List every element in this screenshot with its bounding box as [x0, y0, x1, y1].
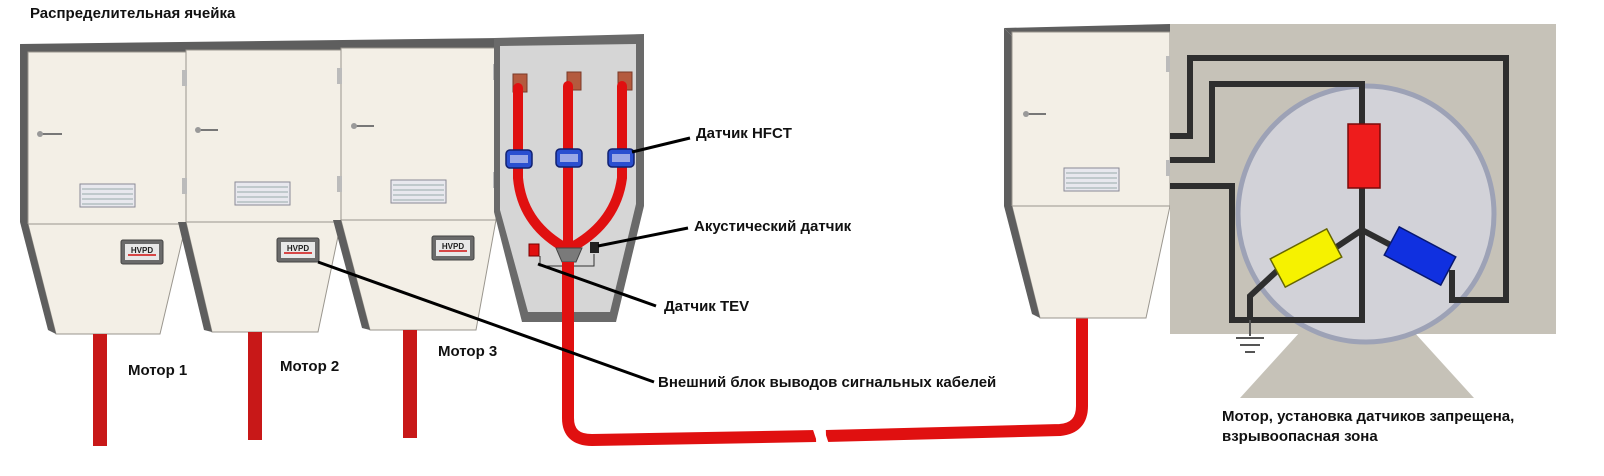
motor-cables [93, 330, 417, 446]
cable-gland [555, 247, 583, 263]
acoustic-sensor-label: Акустический датчик [694, 218, 852, 235]
acoustic-sensor [590, 242, 599, 253]
vent-grille [234, 181, 291, 206]
motor-2-label: Мотор 2 [280, 358, 340, 375]
phase-winding-blue [1383, 225, 1457, 287]
motor-3-label: Мотор 3 [438, 343, 498, 360]
hvpd-badge: HVPD [431, 235, 475, 261]
vent-grille [79, 183, 136, 208]
feeder-cable [562, 262, 1088, 447]
switchgear-cabinet-1: HVPD [20, 51, 187, 335]
motor-zone-label: Мотор, установка датчиков запрещена, взр… [1222, 408, 1515, 445]
hvpd-badge: HVPD [276, 237, 320, 263]
svg-text:HVPD: HVPD [131, 246, 153, 255]
svg-text:HVPD: HVPD [287, 244, 309, 253]
svg-text:HVPD: HVPD [442, 242, 464, 251]
external-block-label: Внешний блок выводов сигнальных кабелей [658, 374, 997, 391]
switchgear-cabinet-2: HVPD [178, 49, 342, 333]
tev-sensor-label: Датчик TEV [664, 298, 750, 315]
switchgear-label: Распределительная ячейка [30, 5, 236, 22]
cable-break [812, 427, 830, 447]
switchgear-cabinet-3: HVPD [333, 47, 498, 331]
vent-grille [390, 179, 447, 204]
phase-winding-red [1347, 123, 1381, 189]
hvpd-badge: HVPD [120, 239, 164, 265]
leader-lines [317, 136, 691, 384]
phase-winding-yellow [1269, 227, 1343, 289]
hfct-sensor-label: Датчик HFCT [696, 125, 792, 142]
motor-cabinet [1004, 24, 1171, 319]
hfct-sensors [505, 148, 635, 169]
motor-1-label: Мотор 1 [128, 362, 188, 379]
tev-sensor [528, 243, 540, 257]
ground-icon [1236, 320, 1264, 353]
